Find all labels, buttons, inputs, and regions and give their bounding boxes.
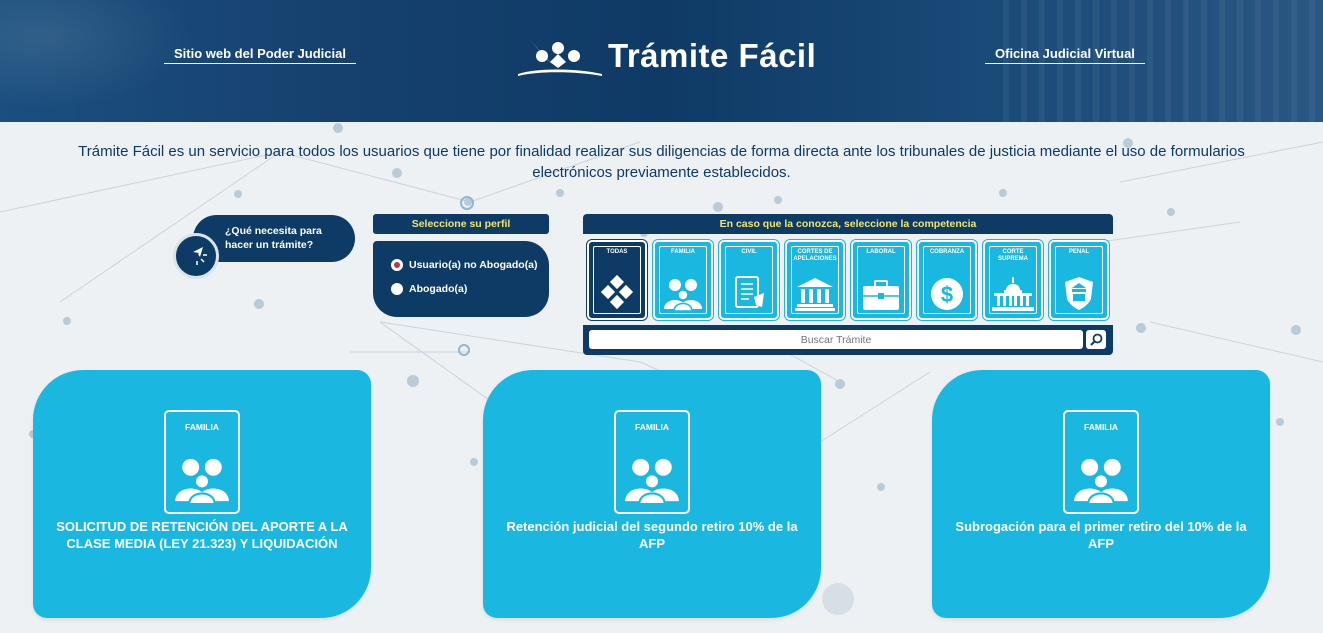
radio-label: Usuario(a) no Abogado(a) xyxy=(409,259,538,271)
tile-familia[interactable]: FAMILIA xyxy=(653,240,713,320)
logo-text: Trámite Fácil xyxy=(608,37,817,74)
document-icon xyxy=(735,276,764,308)
tile-cobranza[interactable]: COBRANZA $ xyxy=(917,240,977,320)
search-icon xyxy=(1089,333,1102,346)
radio-usuario-no-abogado[interactable]: Usuario(a) no Abogado(a) xyxy=(391,257,549,273)
tile-label: LABORAL xyxy=(866,249,896,255)
shield-icon xyxy=(1065,277,1093,310)
header-decoration-left xyxy=(0,0,220,122)
tile-laboral[interactable]: LABORAL xyxy=(851,240,911,320)
radio-abogado[interactable]: Abogado(a) xyxy=(391,281,549,297)
capitol-icon xyxy=(992,277,1034,311)
competencia-tiles: TODAS FAMILIA CIVIL xyxy=(587,240,1113,320)
tile-label: FAMILIA xyxy=(671,249,695,255)
diamond-grid-icon xyxy=(600,275,634,310)
poder-judicial-link[interactable]: Sitio web del Poder Judicial xyxy=(164,46,356,64)
category-document: FAMILIA xyxy=(164,410,240,514)
tile-cortes-de-apelaciones[interactable]: CORTES DE APELACIONES xyxy=(785,240,845,320)
tile-civil[interactable]: CIVIL xyxy=(719,240,779,320)
tile-label: PENAL xyxy=(1068,249,1090,255)
search-input[interactable] xyxy=(589,330,1083,349)
card-title: Subrogación para el primer retiro del 10… xyxy=(955,519,1247,551)
cursor-click-icon xyxy=(173,233,219,279)
tramite-card[interactable]: FAMILIA SOLICITUD DE RETENCIÓN DEL APORT… xyxy=(33,370,371,618)
svg-text:$: $ xyxy=(941,282,953,307)
logo-people-icon xyxy=(518,40,602,76)
tile-label: CORTE SUPREMA xyxy=(997,249,1028,262)
category-document: FAMILIA xyxy=(614,410,690,514)
header: Sitio web del Poder Judicial Trámite Fác… xyxy=(0,0,1323,122)
competencia-title: En caso que la conozca, seleccione la co… xyxy=(583,214,1113,234)
search-button[interactable] xyxy=(1086,330,1106,349)
tramite-facil-logo[interactable]: Trámite Fácil xyxy=(516,34,816,78)
intro-text: Trámite Fácil es un servicio para todos … xyxy=(78,143,1245,181)
briefcase-icon xyxy=(863,280,899,310)
perfil-options: Usuario(a) no Abogado(a) Abogado(a) xyxy=(373,241,549,317)
courthouse-icon xyxy=(795,278,835,311)
header-decoration-right xyxy=(1003,0,1323,122)
category-document: FAMILIA xyxy=(1063,410,1139,514)
radio-button-selected[interactable] xyxy=(391,259,403,271)
perfil-title: Seleccione su perfil xyxy=(373,214,549,234)
card-category: FAMILIA xyxy=(635,422,669,432)
question-bubble: ¿Qué necesita para hacer un trámite? xyxy=(193,215,355,262)
radio-label: Abogado(a) xyxy=(409,283,468,295)
card-title: Retención judicial del segundo retiro 10… xyxy=(506,519,798,551)
family-icon xyxy=(1074,458,1128,504)
card-category: FAMILIA xyxy=(185,422,219,432)
tile-label: COBRANZA xyxy=(929,249,965,255)
tramite-card[interactable]: FAMILIA Subrogación para el primer retir… xyxy=(932,370,1270,618)
family-icon xyxy=(664,279,702,311)
family-icon xyxy=(625,458,679,504)
oficina-judicial-virtual-link[interactable]: Oficina Judicial Virtual xyxy=(985,46,1145,64)
radio-button[interactable] xyxy=(391,283,403,295)
family-icon xyxy=(175,458,229,504)
tile-label: CIVIL xyxy=(741,249,757,255)
card-title: SOLICITUD DE RETENCIÓN DEL APORTE A LA C… xyxy=(56,519,348,551)
tile-penal[interactable]: PENAL xyxy=(1049,240,1109,320)
tramite-card[interactable]: FAMILIA Retención judicial del segundo r… xyxy=(483,370,821,618)
card-category: FAMILIA xyxy=(1084,422,1118,432)
dollar-icon: $ xyxy=(931,278,963,310)
tile-label: CORTES DE APELACIONES xyxy=(793,249,837,262)
tile-label: TODAS xyxy=(606,249,628,255)
search-bar xyxy=(583,325,1113,355)
tile-corte-suprema[interactable]: CORTE SUPREMA xyxy=(983,240,1043,320)
tile-todas[interactable]: TODAS xyxy=(587,240,647,320)
